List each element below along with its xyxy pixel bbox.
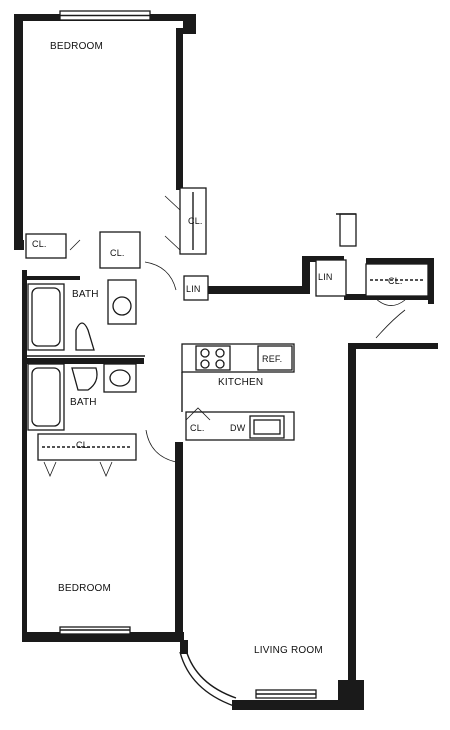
door-swing-bath-upper	[144, 261, 177, 291]
toilet-lower	[71, 367, 98, 391]
bay-wall	[179, 651, 235, 707]
label-closet-hall-right: CL.	[388, 276, 403, 286]
bay-window	[185, 649, 237, 699]
closet-door-swing	[164, 195, 181, 251]
room-label-bath-lower: BATH	[70, 397, 97, 408]
linen-closet-left	[183, 275, 209, 301]
label-closet-bedroom-bottom: CL.	[76, 440, 91, 450]
label-refrigerator: REF.	[262, 354, 283, 364]
door-swing-bath-lower	[145, 429, 177, 463]
room-label-bedroom-top: BEDROOM	[50, 41, 104, 52]
room-label-bath-upper: BATH	[72, 289, 99, 300]
refrigerator-box	[257, 345, 293, 371]
toilet-upper	[75, 322, 95, 351]
label-closet-center: CL.	[188, 216, 203, 226]
kitchen-closet-door	[185, 407, 211, 421]
label-kitchen-closet: CL.	[190, 423, 205, 433]
door-swing-closet	[69, 239, 81, 251]
closet-door-right	[374, 297, 406, 306]
room-label-living-room: LIVING ROOM	[254, 645, 323, 656]
door-swing-right	[375, 309, 406, 339]
label-closet-small-left: CL.	[32, 239, 47, 249]
label-linen-right: LIN	[318, 272, 333, 282]
label-linen-left: LIN	[186, 284, 201, 294]
walls	[14, 10, 438, 710]
label-closet-middle: CL.	[110, 248, 125, 258]
room-label-bedroom-bottom: BEDROOM	[58, 583, 112, 594]
linen-closet-right	[315, 259, 347, 297]
closet-middle	[99, 231, 141, 269]
room-label-kitchen: KITCHEN	[218, 377, 264, 388]
closet-bottom-doors	[43, 461, 113, 478]
label-dishwasher: DW	[230, 423, 246, 433]
closet-small-left	[25, 233, 67, 259]
